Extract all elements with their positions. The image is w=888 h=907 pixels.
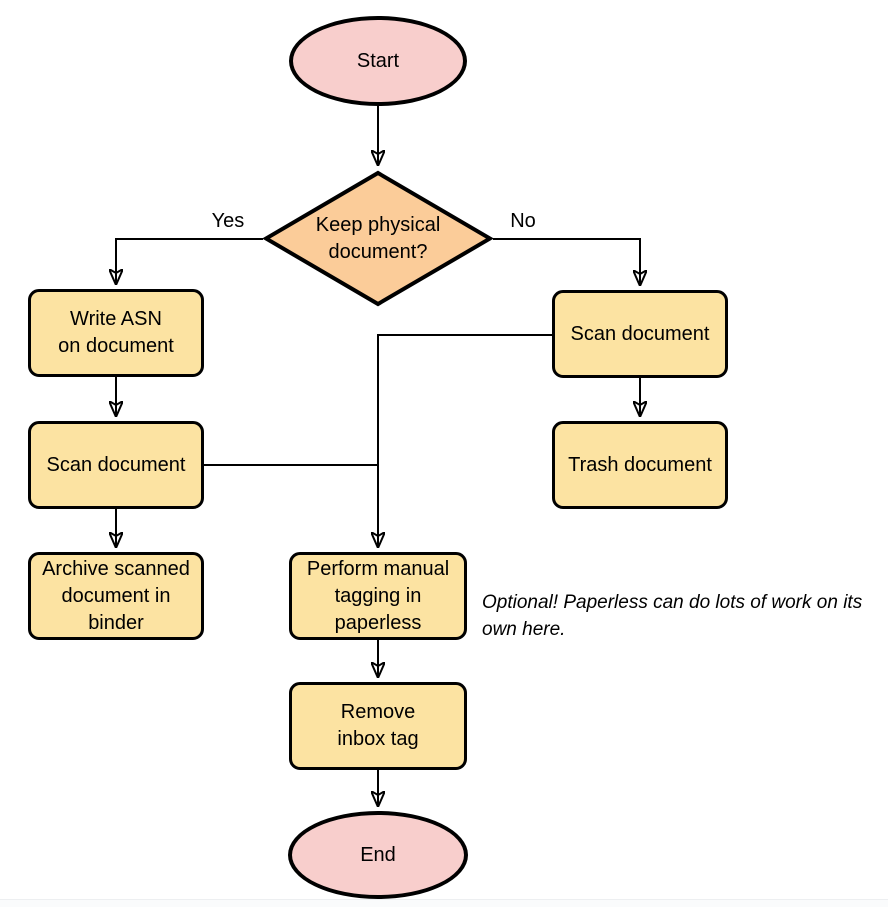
node-trash-document-label: Trash document [568,453,712,476]
window-bottom-strip [0,899,888,907]
node-remove-inbox-tag: Remove inbox tag [289,682,467,770]
node-decision: Keep physical document? [263,170,493,307]
edge-decision-to-scan-right [493,238,640,285]
node-write-asn-label: Write ASN on document [58,308,174,357]
node-start: Start [289,16,467,106]
edge-scan-right-to-tagging [378,334,552,547]
node-write-asn: Write ASN on document [28,289,204,377]
diamond-shape-icon [263,170,493,307]
edge-decision-to-write-asn [116,238,263,284]
node-archive-binder-label: Archive scanned document in binder [42,557,190,634]
edge-label-yes: Yes [211,210,245,232]
node-remove-inbox-tag-label: Remove inbox tag [337,701,419,750]
node-start-label: Start [356,49,400,72]
node-end-label: End [360,843,396,866]
node-scan-document-right-label: Scan document [570,322,710,345]
node-archive-binder: Archive scanned document in binder [28,552,204,640]
node-scan-document-right: Scan document [552,290,728,378]
node-end: End [288,811,468,899]
node-manual-tagging: Perform manual tagging in paperless [289,552,467,640]
node-decision-label: Keep physical document? [315,213,441,263]
node-scan-document-left: Scan document [28,421,204,509]
edge-label-no: No [510,210,536,232]
node-manual-tagging-label: Perform manual tagging in paperless [306,557,450,634]
annotation-text: Optional! Paperless can do lots of work … [482,592,863,640]
node-scan-document-left-label: Scan document [46,453,186,476]
node-trash-document: Trash document [552,421,728,509]
